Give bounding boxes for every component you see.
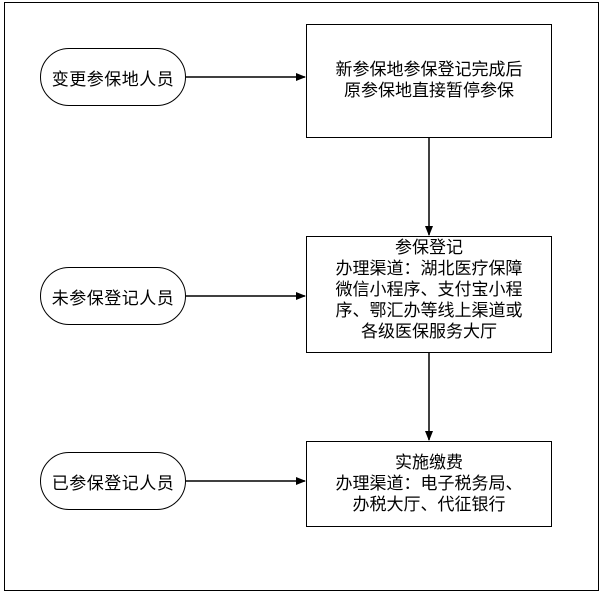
terminal-change-location: 变更参保地人员 [40,48,186,106]
process-registration-line: 办理渠道：湖北医疗保障 [335,259,523,279]
terminal-not-registered: 未参保登记人员 [40,267,186,325]
process-payment-line: 办税大厅、代征银行 [352,494,506,515]
process-registration-line: 序、鄂汇办等线上渠道或 [335,301,523,321]
terminal-not-registered-label: 未参保登记人员 [51,288,175,309]
process-registration: 参保登记 办理渠道：湖北医疗保障 微信小程序、支付宝小程 序、鄂汇办等线上渠道或… [306,236,552,353]
diagram-frame [4,2,599,591]
process-payment: 实施缴费 办理渠道：电子税务局、 办税大厅、代征银行 [306,441,552,527]
terminal-registered: 已参保登记人员 [40,452,186,510]
process-new-location-line: 原参保地直接暂停参保 [344,81,514,101]
process-registration-line: 微信小程序、支付宝小程 [335,280,523,300]
terminal-change-location-label: 变更参保地人员 [51,69,175,90]
process-new-location: 新参保地参保登记完成后 原参保地直接暂停参保 [306,24,552,138]
process-payment-line: 办理渠道：电子税务局、 [335,473,523,494]
process-registration-line: 各级医保服务大厅 [361,322,497,342]
terminal-registered-label: 已参保登记人员 [51,473,175,494]
process-new-location-line: 新参保地参保登记完成后 [335,60,523,80]
process-payment-title: 实施缴费 [395,452,463,473]
process-registration-title: 参保登记 [395,238,463,258]
